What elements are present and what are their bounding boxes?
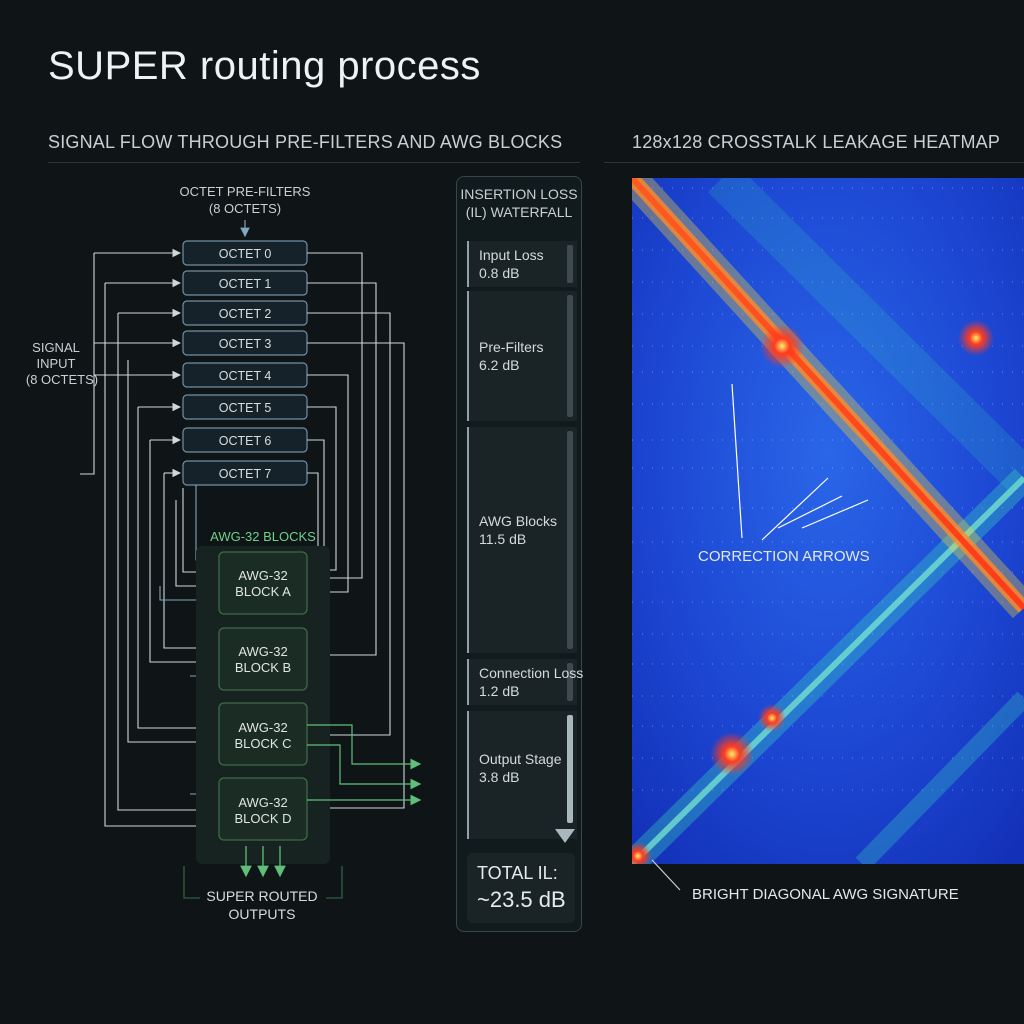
waterfall-bar-input: [567, 245, 573, 283]
heatmap-graphic: [632, 178, 1024, 864]
octet-prefilter-list: OCTET 0 OCTET 1 OCTET 2 OCTET 3 OCTET 4 …: [182, 240, 308, 486]
down-output-arrows: [240, 846, 286, 878]
awg-block-d-line1: AWG-32: [238, 795, 287, 810]
correction-arrows-label: CORRECTION ARROWS: [698, 548, 870, 565]
awg-block-d-line2: BLOCK D: [234, 811, 291, 826]
hotspot-1: [760, 324, 804, 368]
awg-block-c-line1: AWG-32: [238, 720, 287, 735]
waterfall-step-prefilters-value: 6.2 dB: [479, 357, 520, 373]
signal-flow-diagram: OCTET PRE-FILTERS (8 OCTETS) SIGNAL INPU…: [26, 184, 422, 922]
waterfall-bar-output: [567, 715, 573, 823]
awg-block-b-line2: BLOCK B: [235, 660, 291, 675]
waterfall-total-label: TOTAL IL:: [477, 863, 558, 883]
waterfall-total-value: ~23.5 dB: [477, 887, 566, 912]
waterfall-step-awg-label: AWG Blocks: [479, 513, 558, 529]
hotspot-corner: [632, 842, 652, 864]
signal-input-line1: SIGNAL: [32, 340, 80, 355]
waterfall-down-arrow-icon: [555, 829, 575, 843]
waterfall-step-connection-value: 1.2 dB: [479, 683, 520, 699]
signal-input-line2: INPUT: [37, 356, 76, 371]
awg-block-d: [218, 777, 308, 841]
output-bracket-left: [183, 866, 200, 899]
correction-arrows: [731, 383, 869, 541]
output-bracket-right: [326, 866, 343, 899]
signal-input-line3: (8 OCTETS): [26, 372, 98, 387]
signal-flow-heading: SIGNAL FLOW THROUGH PRE-FILTERS AND AWG …: [48, 132, 563, 152]
heatmap-background: [632, 178, 1024, 864]
waterfall-step-awg: AWG Blocks 11.5 dB: [467, 427, 577, 653]
prefilter-header-line2: (8 OCTETS): [209, 201, 281, 216]
hotspot-2: [958, 320, 994, 356]
waterfall-step-output-value: 3.8 dB: [479, 769, 520, 785]
awg-block-b-line1: AWG-32: [238, 644, 287, 659]
awg-block-a-line1: AWG-32: [238, 568, 287, 583]
main-diagonal: [632, 178, 1024, 619]
heatmap-heading: 128x128 CROSSTALK LEAKAGE HEATMAP: [632, 132, 1001, 152]
insertion-loss-waterfall: INSERTION LOSS (IL) WATERFALL Input Loss…: [456, 176, 583, 932]
signature-label: BRIGHT DIAGONAL AWG SIGNATURE: [692, 886, 959, 903]
waterfall-header: INSERTION LOSS (IL) WATERFALL: [457, 185, 581, 221]
awg-block-list: AWG-32 BLOCK A AWG-32 BLOCK B AWG-32 BLO…: [218, 551, 308, 841]
input-feed-lines: [94, 248, 182, 478]
octet-label-2: OCTET 2: [219, 307, 272, 321]
octet-label-0: OCTET 0: [219, 247, 272, 261]
outputs-label-line2: OUTPUTS: [229, 906, 296, 922]
waterfall-step-prefilters: Pre-Filters 6.2 dB: [467, 291, 577, 421]
waterfall-header-line1: INSERTION LOSS: [460, 186, 578, 202]
octet-label-6: OCTET 6: [219, 434, 272, 448]
awg-block-a-line2: BLOCK A: [235, 584, 291, 599]
waterfall-step-input: Input Loss 0.8 dB: [467, 241, 577, 287]
waterfall-total: TOTAL IL: ~23.5 dB: [467, 853, 575, 923]
awg-block-c-line2: BLOCK C: [234, 736, 291, 751]
waterfall-header-line2: (IL) WATERFALL: [465, 204, 573, 220]
input-trunk: [80, 253, 95, 475]
waterfall-step-output: Output Stage 3.8 dB: [467, 711, 577, 839]
right-output-arrows: [307, 724, 422, 806]
heatmap-divider: [604, 162, 1024, 163]
outputs-label-line1: SUPER ROUTED: [206, 888, 317, 904]
octet-label-7: OCTET 7: [219, 467, 272, 481]
octet-label-5: OCTET 5: [219, 401, 272, 415]
hotspot-4: [758, 704, 786, 732]
awg-block-c: [218, 702, 308, 766]
octet-label-3: OCTET 3: [219, 337, 272, 351]
octet-label-4: OCTET 4: [219, 369, 272, 383]
page-title: SUPER routing process: [48, 44, 481, 88]
waterfall-bar-awg: [567, 431, 573, 649]
waterfall-step-input-value: 0.8 dB: [479, 265, 520, 281]
waterfall-bar-connection: [567, 663, 573, 701]
signature-callout-line: [651, 859, 681, 891]
awg-group-label: AWG-32 BLOCKS: [210, 529, 316, 544]
hotspot-3: [710, 732, 754, 776]
awg-block-a: [218, 551, 308, 615]
waterfall-step-connection-label: Connection Loss: [479, 665, 584, 681]
crosstalk-heatmap: CORRECTION ARROWS: [632, 178, 1024, 864]
waterfall-step-connection: Connection Loss 1.2 dB: [467, 659, 583, 705]
octet-label-1: OCTET 1: [219, 277, 272, 291]
waterfall-bar-prefilters: [567, 295, 573, 417]
waterfall-step-input-label: Input Loss: [479, 247, 544, 263]
prefilter-header-line1: OCTET PRE-FILTERS: [180, 184, 311, 199]
signal-flow-divider: [48, 162, 580, 163]
waterfall-step-awg-value: 11.5 dB: [479, 531, 527, 547]
awg-block-b: [218, 627, 308, 691]
waterfall-step-prefilters-label: Pre-Filters: [479, 339, 544, 355]
waterfall-step-output-label: Output Stage: [479, 751, 562, 767]
